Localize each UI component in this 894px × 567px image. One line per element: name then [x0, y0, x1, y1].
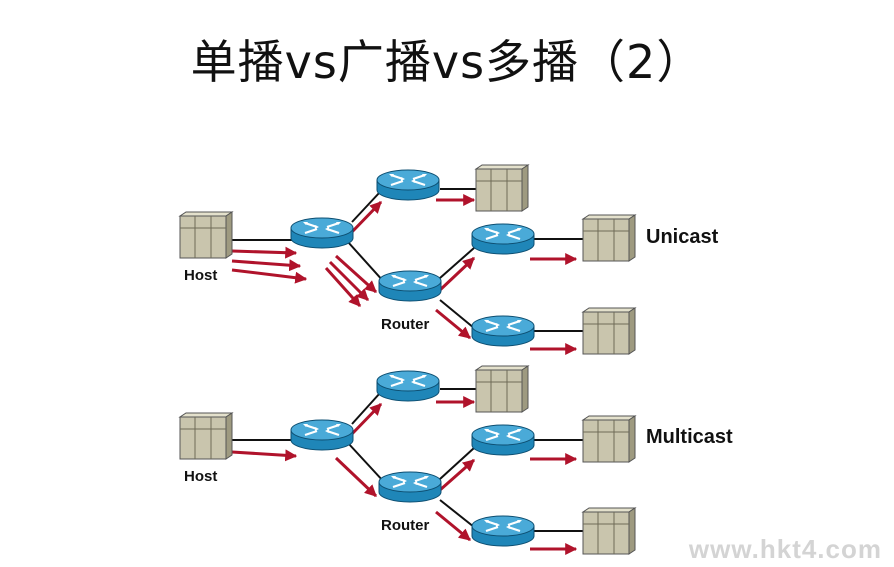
multicast-links — [232, 388, 584, 532]
multicast-server-icon — [582, 507, 636, 555]
unicast-host-icon — [179, 211, 233, 259]
multicast-router-icon — [289, 418, 355, 452]
unicast-router-icon — [289, 216, 355, 250]
multicast-server-icon — [475, 365, 529, 413]
unicast-host-label: Host — [184, 267, 217, 284]
unicast-router-icon — [470, 314, 536, 348]
multicast-host-icon — [179, 412, 233, 460]
unicast-server-icon — [582, 214, 636, 262]
unicast-links — [232, 188, 584, 332]
multicast-router-label: Router — [381, 517, 429, 534]
multicast-server-icon — [582, 415, 636, 463]
unicast-section: Host Router Unicast — [179, 164, 719, 355]
unicast-arrows — [231, 194, 578, 355]
unicast-server-icon — [582, 307, 636, 355]
slide-title: 单播vs广播vs多播（2） — [190, 35, 704, 89]
multicast-router-icon — [470, 423, 536, 457]
multicast-router-icon — [377, 470, 443, 504]
unicast-router-icon — [375, 168, 441, 202]
multicast-mode-label: Multicast — [646, 426, 733, 448]
multicast-host-label: Host — [184, 468, 217, 485]
unicast-server-icon — [475, 164, 529, 212]
unicast-router-icon — [470, 222, 536, 256]
multicast-arrows — [231, 396, 578, 555]
unicast-router-label: Router — [381, 316, 429, 333]
multicast-router-icon — [470, 514, 536, 548]
unicast-mode-label: Unicast — [646, 226, 719, 248]
multicast-router-icon — [375, 369, 441, 403]
watermark-text: www.hkt4.com — [688, 534, 882, 564]
unicast-router-icon — [377, 269, 443, 303]
multicast-section: Host Router Multicast — [179, 365, 733, 555]
